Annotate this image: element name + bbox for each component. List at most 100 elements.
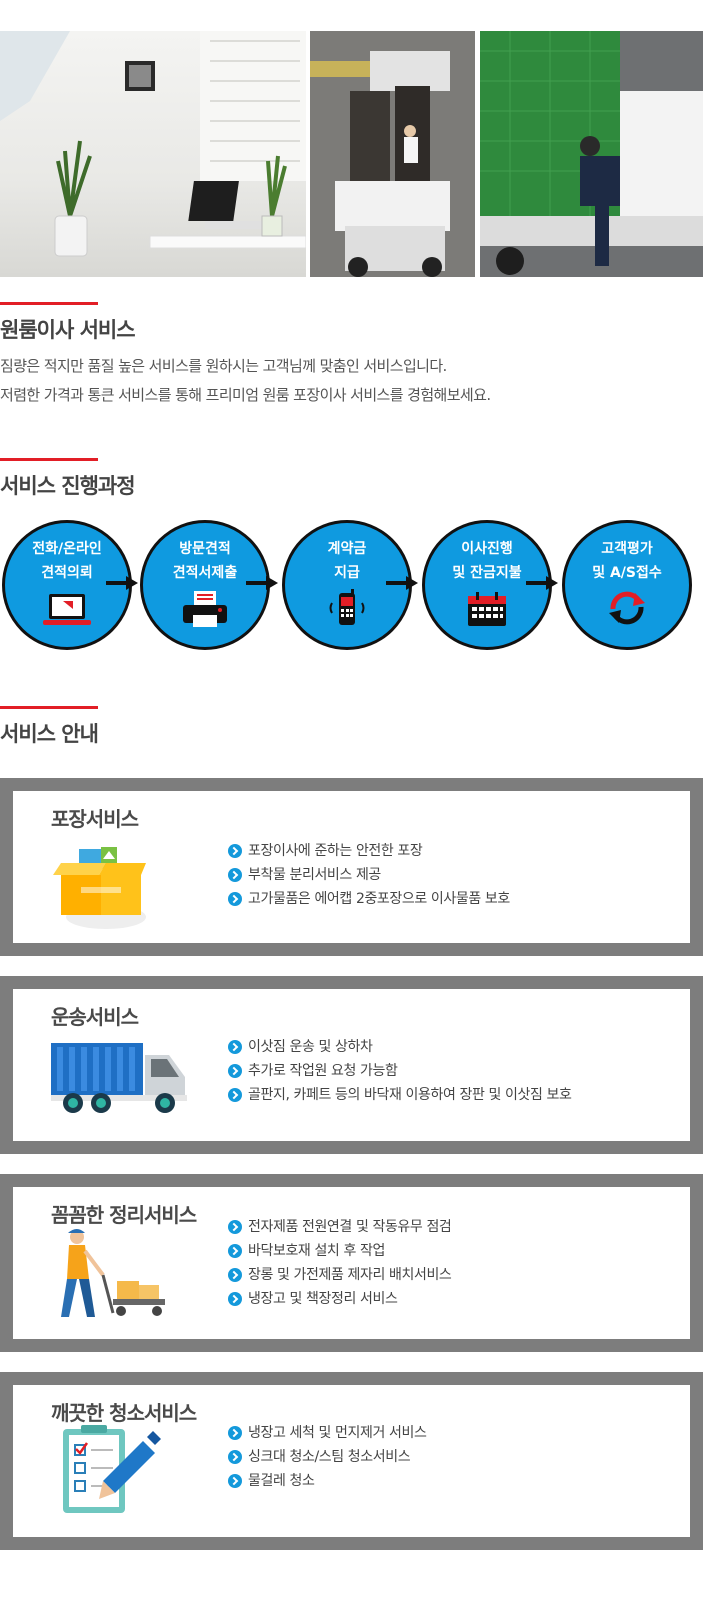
- refresh-icon: [605, 589, 649, 631]
- arrow-right-icon: [106, 576, 138, 590]
- feature-text: 이삿짐 운송 및 상하차: [248, 1039, 373, 1055]
- feature-item: 골판지, 카페트 등의 바닥재 이용하여 장판 및 이삿짐 보호: [228, 1083, 572, 1107]
- step-label-line2: 견적의뢰: [41, 565, 93, 581]
- card-body: 포장서비스 포장이사에 준하는 안전한 포장 부착물 분리서비스 제공 고가물품…: [13, 791, 690, 943]
- card-title: 포장서비스: [51, 807, 139, 831]
- step-label: 방문견적 견적서제출: [143, 537, 267, 585]
- card-title: 운송서비스: [51, 1005, 139, 1029]
- step-label-line2: 및 A/S접수: [592, 565, 662, 581]
- feature-item: 고가물품은 에어캡 2중포장으로 이사물품 보호: [228, 887, 510, 911]
- step-label: 이사진행 및 잔금지불: [425, 537, 549, 585]
- feature-item: 추가로 작업원 요청 가능함: [228, 1059, 572, 1083]
- chevron-right-icon: [228, 1426, 242, 1440]
- intro-text: 짐량은 적지만 품질 높은 서비스를 원하시는 고객님께 맞춤인 서비스입니다.…: [0, 352, 491, 410]
- arrow-right-icon: [526, 576, 558, 590]
- chevron-right-icon: [228, 892, 242, 906]
- feature-text: 고가물품은 에어캡 2중포장으로 이사물품 보호: [248, 891, 510, 907]
- chevron-right-icon: [228, 868, 242, 882]
- feature-text: 전자제품 전원연결 및 작동유무 점검: [248, 1219, 452, 1235]
- feature-text: 싱크대 청소/스팀 청소서비스: [248, 1449, 411, 1465]
- step-label: 전화/온라인 견적의뢰: [5, 537, 129, 585]
- chevron-right-icon: [228, 1292, 242, 1306]
- feature-text: 부착물 분리서비스 제공: [248, 867, 381, 883]
- photo-truck-loading: [310, 31, 475, 277]
- photo-room-interior: [0, 31, 306, 277]
- guide-section-header: 서비스 안내: [0, 706, 99, 748]
- feature-text: 추가로 작업원 요청 가능함: [248, 1063, 398, 1079]
- process-step-moving: 이사진행 및 잔금지불: [422, 520, 552, 650]
- chevron-right-icon: [228, 1040, 242, 1054]
- feature-text: 물걸레 청소: [248, 1473, 315, 1489]
- card-body: 깨끗한 청소서비스 냉장고 세척 및 먼지제거 서비스 싱크대 청소/스팀 청소…: [13, 1385, 690, 1537]
- feature-text: 골판지, 카페트 등의 바닥재 이용하여 장판 및 이삿짐 보호: [248, 1087, 572, 1103]
- chevron-right-icon: [228, 1088, 242, 1102]
- step-label-line1: 전화/온라인: [32, 541, 102, 557]
- arrow-right-icon: [386, 576, 418, 590]
- calendar-icon: [467, 591, 507, 631]
- intro-line: 저렴한 가격과 통큰 서비스를 통해 프리미엄 원룸 포장이사 서비스를 경험해…: [0, 386, 491, 404]
- step-label: 계약금 지급: [285, 537, 409, 585]
- section-accent-bar: [0, 302, 98, 305]
- chevron-right-icon: [228, 1064, 242, 1078]
- feature-text: 냉장고 세척 및 먼지제거 서비스: [248, 1425, 427, 1441]
- chevron-right-icon: [228, 1220, 242, 1234]
- photo-strip: [0, 31, 703, 277]
- chevron-right-icon: [228, 844, 242, 858]
- service-card-packing: 포장서비스 포장이사에 준하는 안전한 포장 부착물 분리서비스 제공 고가물품…: [0, 778, 703, 956]
- feature-item: 바닥보호재 설치 후 작업: [228, 1239, 451, 1263]
- step-label-line1: 방문견적: [179, 541, 231, 557]
- box-icon: [51, 843, 151, 937]
- intro-section-header: 원룸이사 서비스: [0, 302, 136, 344]
- worker-cart-icon: [51, 1227, 171, 1331]
- feature-list: 이삿짐 운송 및 상하차 추가로 작업원 요청 가능함 골판지, 카페트 등의 …: [228, 1035, 572, 1107]
- feature-item: 장롱 및 가전제품 제자리 배치서비스: [228, 1263, 452, 1287]
- card-body: 운송서비스 이삿짐 운송 및 상하차 추가로 작업원 요청 가능함 골판지, 카…: [13, 989, 690, 1141]
- arrow-right-icon: [246, 576, 278, 590]
- chevron-right-icon: [228, 1450, 242, 1464]
- photo-mover-working: [480, 31, 703, 277]
- intro-line: 짐량은 적지만 품질 높은 서비스를 원하시는 고객님께 맞춤인 서비스입니다.: [0, 357, 447, 375]
- feature-text: 냉장고 및 책장정리 서비스: [248, 1291, 398, 1307]
- feature-item: 포장이사에 준하는 안전한 포장: [228, 839, 510, 863]
- feature-item: 물걸레 청소: [228, 1469, 426, 1493]
- feature-item: 싱크대 청소/스팀 청소서비스: [228, 1445, 426, 1469]
- step-label-line1: 이사진행: [461, 541, 513, 557]
- laptop-icon: [43, 593, 91, 631]
- feature-item: 부착물 분리서비스 제공: [228, 863, 510, 887]
- feature-list: 전자제품 전원연결 및 작동유무 점검 바닥보호재 설치 후 작업 장롱 및 가…: [228, 1215, 452, 1311]
- step-label-line1: 고객평가: [601, 541, 653, 557]
- feature-text: 바닥보호재 설치 후 작업: [248, 1243, 385, 1259]
- service-card-cleaning: 깨끗한 청소서비스 냉장고 세척 및 먼지제거 서비스 싱크대 청소/스팀 청소…: [0, 1372, 703, 1550]
- step-label-line2: 및 잔금지불: [452, 565, 522, 581]
- section-title: 서비스 진행과정: [0, 474, 136, 498]
- card-title: 깨끗한 청소서비스: [51, 1401, 197, 1425]
- service-card-arrangement: 꼼꼼한 정리서비스 전자제품 전원연결 및 작동유무 점검 바닥보호재 설치 후…: [0, 1174, 703, 1352]
- mobile-phone-icon: [329, 589, 365, 631]
- step-label-line2: 지급: [334, 565, 360, 581]
- step-label: 고객평가 및 A/S접수: [565, 537, 689, 585]
- section-title: 서비스 안내: [0, 722, 99, 746]
- step-label-line1: 계약금: [327, 541, 367, 557]
- feature-list: 냉장고 세척 및 먼지제거 서비스 싱크대 청소/스팀 청소서비스 물걸레 청소: [228, 1421, 427, 1493]
- process-section-header: 서비스 진행과정: [0, 458, 136, 500]
- process-step-inquiry: 전화/온라인 견적의뢰: [2, 520, 132, 650]
- process-flow: 전화/온라인 견적의뢰 방문견적 견적서제출: [0, 518, 703, 652]
- process-step-review: 고객평가 및 A/S접수: [562, 520, 692, 650]
- printer-icon: [183, 591, 227, 631]
- process-step-deposit: 계약금 지급: [282, 520, 412, 650]
- checklist-icon: [63, 1425, 163, 1529]
- card-title: 꼼꼼한 정리서비스: [51, 1203, 197, 1227]
- feature-item: 이삿짐 운송 및 상하차: [228, 1035, 572, 1059]
- feature-item: 냉장고 세척 및 먼지제거 서비스: [228, 1421, 427, 1445]
- feature-text: 포장이사에 준하는 안전한 포장: [248, 843, 423, 859]
- feature-item: 냉장고 및 책장정리 서비스: [228, 1287, 451, 1311]
- step-label-line2: 견적서제출: [172, 565, 238, 581]
- feature-list: 포장이사에 준하는 안전한 포장 부착물 분리서비스 제공 고가물품은 에어캡 …: [228, 839, 510, 911]
- section-accent-bar: [0, 706, 98, 709]
- service-card-transport: 운송서비스 이삿짐 운송 및 상하차 추가로 작업원 요청 가능함 골판지, 카…: [0, 976, 703, 1154]
- chevron-right-icon: [228, 1268, 242, 1282]
- chevron-right-icon: [228, 1474, 242, 1488]
- section-accent-bar: [0, 458, 98, 461]
- chevron-right-icon: [228, 1244, 242, 1258]
- truck-icon: [51, 1039, 191, 1123]
